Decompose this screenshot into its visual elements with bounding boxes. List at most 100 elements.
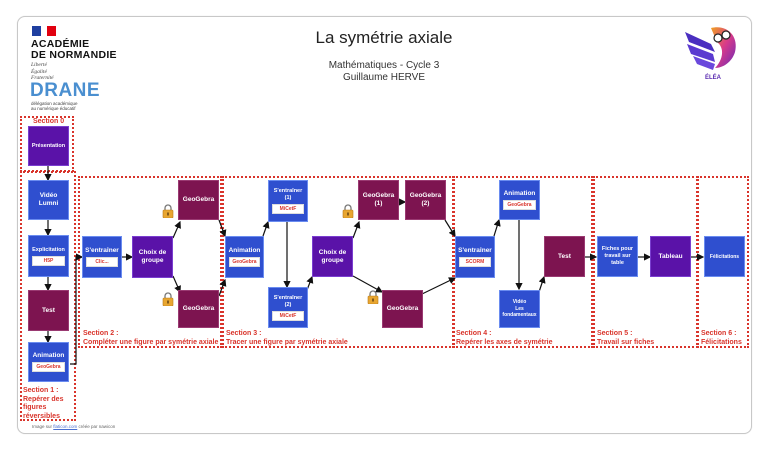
node-label: Les (515, 305, 524, 312)
node-label: Explicitation (32, 247, 65, 253)
section-5-title: Section 5 : (597, 330, 633, 337)
node-label: Lumni (38, 200, 59, 207)
page-title: La symétrie axiale (315, 28, 453, 47)
node-tableau[interactable]: Tableau (650, 236, 691, 277)
node-label: travail sur (604, 253, 631, 259)
node-explicitation[interactable]: Explicitation H5P (28, 235, 69, 277)
section-2-label: Section 2 : Compléter une figure par sym… (83, 330, 218, 347)
section-4-label: Section 4 : Repérer les axes de symétrie (456, 330, 553, 347)
node-label: Tableau (658, 252, 683, 260)
credit-prefix: Image sur (32, 424, 54, 429)
node-label: groupe (321, 256, 344, 264)
drane-sub-line-2: au numérique éducatif (31, 106, 76, 111)
section-4 (453, 176, 593, 348)
node-tool-tag: Clic... (85, 257, 119, 267)
node-sentrainer-3a[interactable]: S'entraîner (1) MiCetF (268, 180, 308, 222)
node-label: (1) (284, 195, 292, 201)
section-3-desc: Tracer une figure par symétrie axiale (226, 338, 348, 346)
flaticon-link[interactable]: flaticon.com (53, 424, 78, 429)
subtitle-author: Guillaume HERVE (342, 72, 426, 83)
node-test-4[interactable]: Test (544, 236, 585, 277)
node-label: Choix de (318, 248, 347, 256)
section-5-label: Section 5 : Travail sur fiches (597, 330, 654, 347)
node-label: GeoGebra (182, 305, 215, 312)
node-label: fondamentaux (502, 312, 537, 319)
node-tool-tag: H5P (31, 256, 66, 266)
node-animation-4[interactable]: Animation GeoGebra (499, 180, 540, 220)
node-label: GeoGebra (409, 192, 442, 199)
section-3-label: Section 3 : Tracer une figure par symétr… (226, 330, 348, 347)
republic-flag-logo (32, 26, 56, 36)
node-label: GeoGebra (182, 196, 215, 203)
section-2-title: Section 2 : (83, 330, 119, 337)
node-label: Félicitations (709, 253, 740, 260)
node-label: Vidéo (39, 192, 58, 199)
section-1-desc-3: réversibles (23, 412, 60, 420)
lock-icon (162, 292, 174, 306)
section-1-title: Section 1 : (23, 387, 59, 394)
node-animation-3[interactable]: Animation GeoGebra (225, 236, 264, 278)
drane-subtitle: délégation académique au numérique éduca… (31, 101, 78, 111)
academy-line-1: ACADÉMIE (31, 38, 90, 50)
node-presentation[interactable]: Présentation (28, 126, 69, 166)
node-label: Animation (503, 190, 536, 197)
node-label: Fiches pour (601, 246, 634, 252)
node-label: S'entraîner (85, 247, 119, 254)
node-sentrainer-4[interactable]: S'entraîner SCORM (455, 236, 495, 278)
node-animation-1[interactable]: Animation GeoGebra (28, 342, 69, 382)
node-choix-groupe-3[interactable]: Choix de groupe (312, 236, 353, 277)
elea-label: ÉLÉA (704, 75, 721, 81)
section-1-desc-1: Repérer des (23, 395, 64, 403)
node-geogebra-2a[interactable]: GeoGebra (178, 180, 219, 220)
node-fiches-travail[interactable]: Fiches pour travail sur table (597, 236, 638, 277)
node-geogebra-3c[interactable]: GeoGebra (382, 290, 423, 328)
node-label: Vidéo (512, 299, 527, 306)
node-geogebra-3b[interactable]: GeoGebra (2) (405, 180, 446, 220)
node-label: GeoGebra (386, 305, 419, 312)
node-label: Choix de (138, 249, 167, 256)
node-tool-tag: MiCetF (271, 310, 305, 321)
elea-logo (685, 27, 736, 70)
section-2-desc: Compléter une figure par symétrie axiale (83, 338, 219, 346)
node-sentrainer-3b[interactable]: S'entraîner (2) MiCetF (268, 287, 308, 328)
node-video-lumni[interactable]: Vidéo Lumni (28, 180, 69, 220)
node-label: groupe (141, 257, 164, 264)
section-4-desc: Repérer les axes de symétrie (456, 338, 553, 346)
section-3-title: Section 3 : (226, 330, 262, 337)
devise-liberte: Liberté (31, 62, 47, 68)
node-label: GeoGebra (362, 192, 395, 199)
node-tool-tag: MiCetF (271, 204, 305, 214)
node-tool-tag: GeoGebra (502, 200, 537, 210)
lock-icon (367, 290, 379, 304)
node-choix-groupe-2[interactable]: Choix de groupe (132, 236, 173, 278)
node-tool-tag: GeoGebra (31, 362, 66, 372)
section-5-desc: Travail sur fiches (597, 338, 655, 346)
node-label: Animation (32, 352, 65, 359)
node-test-1[interactable]: Test (28, 290, 69, 331)
node-tool-tag: SCORM (458, 257, 492, 267)
devise-egalite: Égalité (31, 68, 47, 75)
node-label: Test (558, 252, 571, 260)
node-video-fondamentaux[interactable]: Vidéo Les fondamentaux (499, 290, 540, 328)
node-label: Présentation (31, 143, 66, 149)
subtitle-subject: Mathématiques - Cycle 3 (328, 60, 440, 71)
devise: Liberté Égalité Fraternité (31, 62, 54, 82)
section-4-title: Section 4 : (456, 330, 492, 337)
node-sentrainer-2[interactable]: S'entraîner Clic... (82, 236, 122, 278)
page-card (17, 16, 752, 434)
drane-logo: DRANE (30, 80, 101, 101)
node-geogebra-3a[interactable]: GeoGebra (1) (358, 180, 399, 220)
node-geogebra-2b[interactable]: GeoGebra (178, 290, 219, 328)
node-tool-tag: GeoGebra (228, 257, 261, 267)
devise-fraternite: Fraternité (31, 75, 54, 81)
drane-sub-line-1: délégation académique (31, 101, 78, 106)
section-6-label: Section 6 : Félicitations (701, 330, 742, 347)
section-1-label: Section 1 : Repérer des figures réversib… (23, 387, 63, 421)
credit-suffix: créée par nawicon (77, 424, 116, 429)
node-label: S'entraîner (458, 247, 492, 254)
lock-icon (342, 204, 354, 218)
section-0-label: Section 0 (33, 118, 65, 125)
node-felicitations[interactable]: Félicitations (704, 236, 745, 277)
section-6 (697, 176, 749, 348)
node-label: Test (42, 306, 55, 314)
